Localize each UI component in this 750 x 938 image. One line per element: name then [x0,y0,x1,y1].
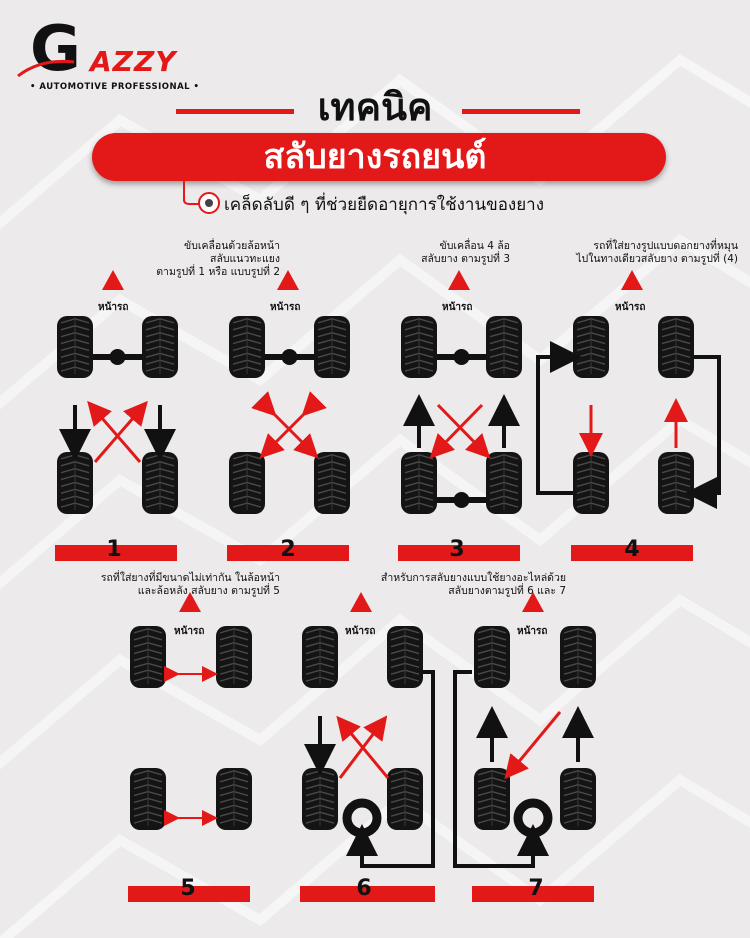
caption-diagram-3: ขับเคลื่อน 4 ล้อสลับยาง ตามรูปที่ 3 [421,240,510,265]
page-subtitle: เคล็ดลับดี ๆ ที่ช่วยยืดอายุการใช้งานของย… [224,195,545,215]
rotation-arrow [504,711,562,780]
front-label-2: หน้ารถ [270,302,301,313]
rear-axle-hub [453,492,470,508]
page-title-main: สลับยางรถยนต์ [263,137,487,177]
tire-icon [57,452,93,514]
rotation-arrow [338,715,388,779]
tire-icon [573,316,609,378]
tire-icon [216,768,252,830]
tire-icon [486,316,522,378]
caption-diagram-4: รถที่ใส่ยางรูปแบบดอกยางที่หมุนไปในทางเดี… [576,240,738,265]
front-arrow-icon [277,270,299,290]
front-label-7: หน้ารถ [517,626,548,637]
subtitle-connector [183,178,200,205]
tire-icon [229,316,265,378]
tire-icon [142,452,178,514]
tire-icon [658,452,694,514]
front-arrow-icon [621,270,643,290]
front-arrow-icon [522,592,544,612]
tire-icon [229,452,265,514]
number-bar-6 [300,886,435,902]
front-arrow-icon [102,270,124,290]
tire-tip-icon [198,192,220,214]
rotation-arrow [453,670,549,868]
page-title: เทคนิค [317,85,433,129]
tire-icon [401,452,437,514]
tire-icon [486,452,522,514]
diagram-number-6: 6 [356,876,372,901]
front-label-5: หน้ารถ [174,626,205,637]
tire-icon [130,768,166,830]
rotation-arrow [536,341,582,495]
diagram-number-7: 7 [528,876,544,901]
number-bar-1 [55,545,177,561]
logo-swoosh-icon [17,59,75,78]
diagram-number-3: 3 [449,537,465,562]
tire-icon [302,626,338,688]
tire-icon [314,452,350,514]
front-arrow-icon [350,592,372,612]
tire-icon [302,768,338,830]
tire-icon [130,626,166,688]
brand-tagline: • AUTOMOTIVE PROFESSIONAL • [30,82,200,92]
tire-icon [57,316,93,378]
spare-tire-icon [513,798,553,838]
tire-icon [573,452,609,514]
rotation-arrow [259,391,327,459]
diagram-number-1: 1 [106,537,122,562]
diagram-number-4: 4 [624,537,640,562]
front-label-1: หน้ารถ [98,302,129,313]
rotation-arrow [429,403,484,459]
front-axle-hub [281,349,298,365]
brand-logo-name: AZZY [90,45,177,78]
front-axle-hub [109,349,126,365]
tire-icon [560,626,596,688]
tire-icon [474,626,510,688]
front-arrow-icon [448,270,470,290]
diagram-number-2: 2 [280,537,296,562]
number-bar-2 [227,545,349,561]
caption-diagram-6-7: สำหรับการสลับยางแบบใช้ยางอะไหล่ด้วยสลับย… [380,572,566,597]
tire-icon [216,626,252,688]
title-line-right [462,109,580,114]
brand-logo-initial: G [30,12,81,85]
tire-icon [314,316,350,378]
rotation-arrow [93,400,148,463]
tire-icon [560,768,596,830]
tire-icon [474,768,510,830]
tire-icon [658,316,694,378]
rotation-arrow [685,355,721,509]
front-label-4: หน้ารถ [615,302,646,313]
spare-tire-icon [342,798,382,838]
tire-icon [401,316,437,378]
caption-diagram-1-2: ขับเคลื่อนด้วยล้อหน้าสลับแนวทะแยงตามรูปท… [156,240,280,278]
number-bar-7 [472,886,594,902]
rotation-arrow [346,670,435,868]
front-arrow-icon [179,592,201,612]
number-bar-5 [128,886,250,902]
diagram-number-5: 5 [180,876,196,901]
tire-icon [387,768,423,830]
tire-icon [142,316,178,378]
caption-diagram-5: รถที่ใส่ยางที่มีขนาดไม่เท่ากัน ในล้อหน้า… [100,572,280,597]
rotation-arrow [336,715,390,779]
front-label-6: หน้ารถ [345,626,376,637]
front-axle-hub [453,349,470,365]
number-bar-4 [571,545,693,561]
title-line-left [176,109,294,114]
title-banner [92,133,666,181]
front-label-3: หน้ารถ [442,302,473,313]
tire-icon [387,626,423,688]
number-bar-3 [398,545,520,561]
